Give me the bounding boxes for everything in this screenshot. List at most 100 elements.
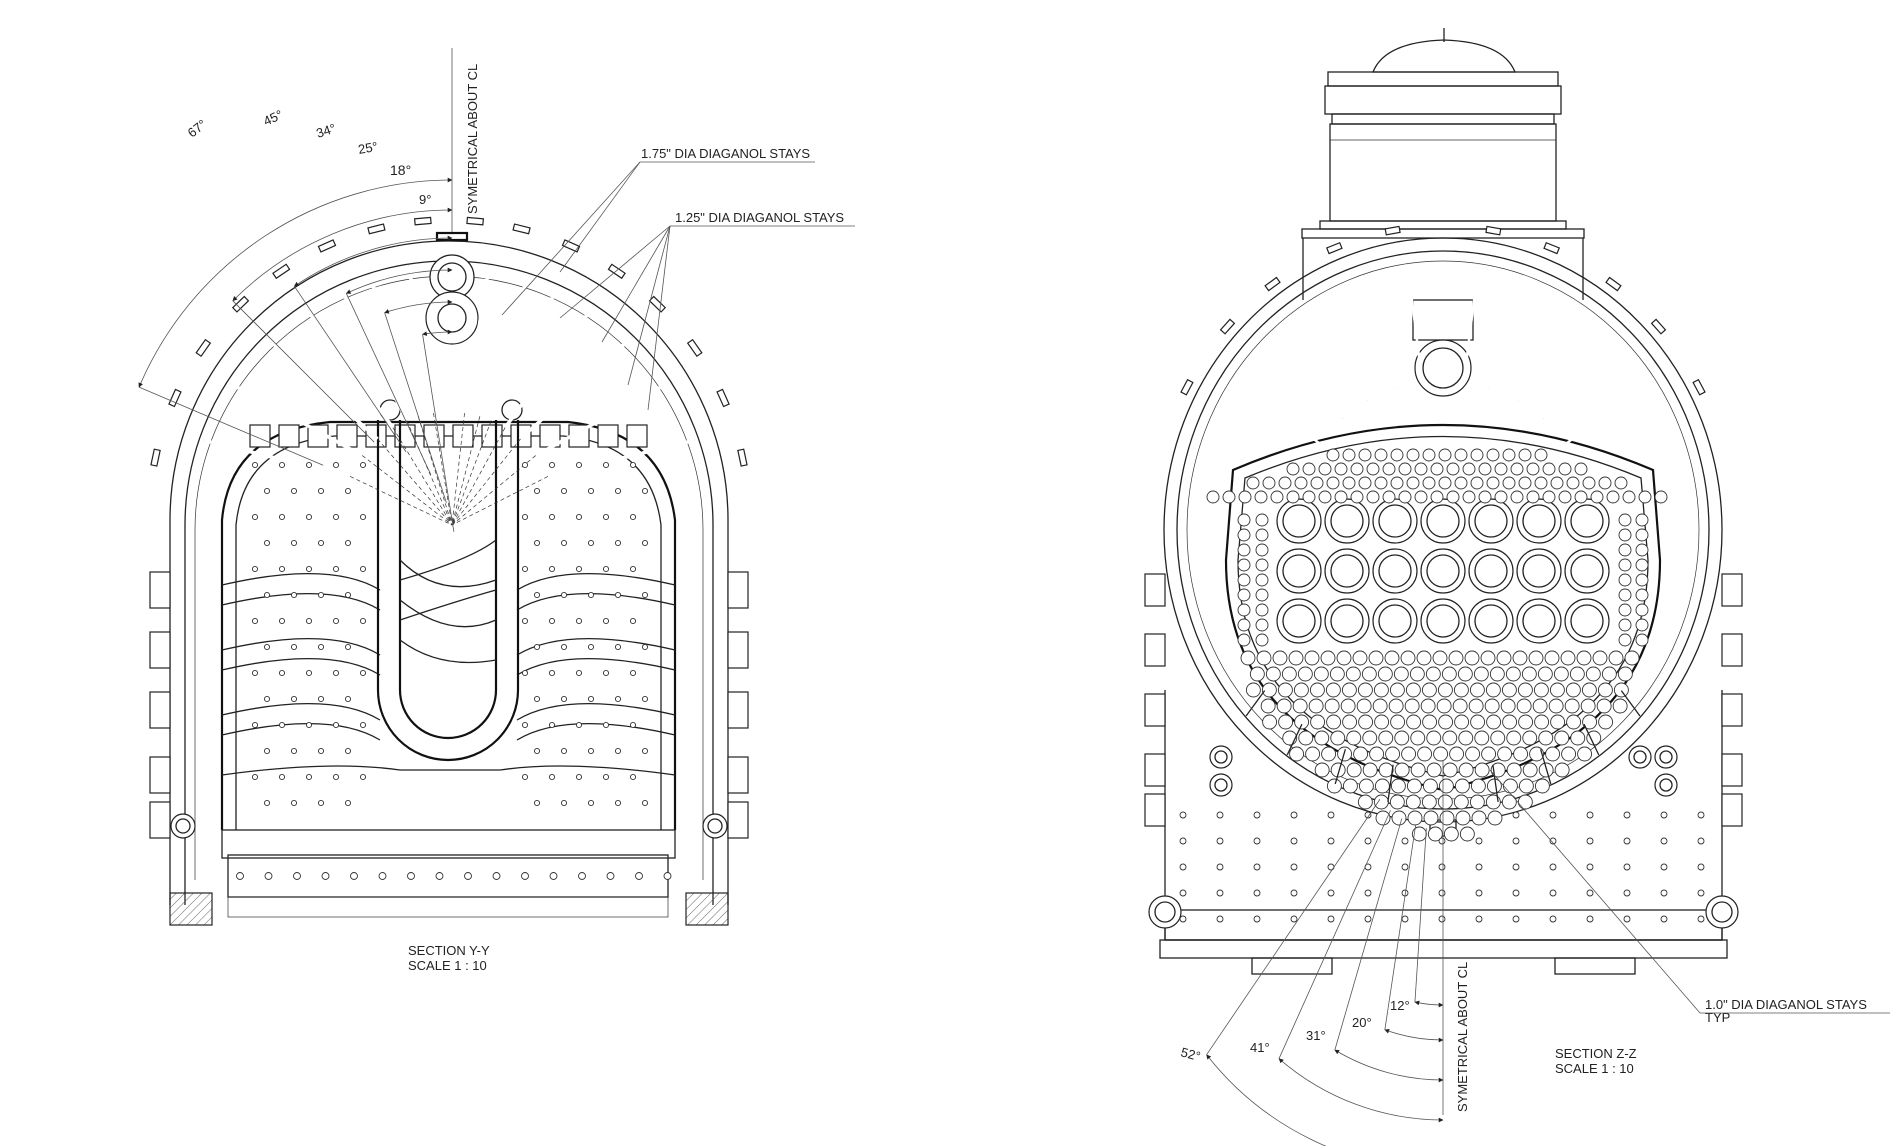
superheater-flue-inner — [1330, 554, 1364, 588]
stay-rod-core — [1362, 274, 1398, 388]
stay-centerline — [451, 420, 492, 526]
fire-tube — [1510, 462, 1524, 476]
staybolt-hole — [344, 799, 352, 807]
section-title-right: SECTION Z-Z — [1555, 1046, 1637, 1061]
staybolt-hole — [629, 773, 637, 781]
staybolt-hole — [1697, 863, 1705, 871]
fire-tube — [1464, 650, 1480, 666]
crown-block — [452, 424, 474, 448]
staybolt-hole — [332, 721, 340, 729]
staybolt-hole — [575, 617, 583, 625]
angle-label-52: 52° — [1179, 1044, 1202, 1064]
fire-tube — [1255, 558, 1269, 572]
fire-tube — [1576, 650, 1592, 666]
staybolt-hole — [359, 513, 367, 521]
anchor-block — [1384, 225, 1401, 236]
angle-label-25: 25° — [357, 139, 379, 157]
stay-rod-core — [519, 336, 633, 441]
staybolt-hole — [548, 669, 556, 677]
staybolt-hole — [1660, 863, 1668, 871]
staybolt-hole — [1586, 915, 1594, 923]
staybolt-hole — [317, 643, 325, 651]
fire-tube — [1490, 730, 1506, 746]
stay-rod-core — [1233, 375, 1321, 445]
fire-tube — [1394, 730, 1410, 746]
steam-dome-cap — [1372, 39, 1516, 73]
fire-tube — [1542, 490, 1556, 504]
staybolt-hole — [332, 773, 340, 781]
tube-plate — [1224, 423, 1662, 792]
fire-tube — [1612, 698, 1628, 714]
staybolt-hole — [290, 799, 298, 807]
staybolt-hole — [464, 872, 472, 880]
lower-stay-rod — [1539, 749, 1552, 785]
staybolt-hole — [1253, 837, 1261, 845]
superheater-flue-inner — [1570, 604, 1604, 638]
superheater-flue-inner — [1282, 554, 1316, 588]
fire-tube — [1410, 762, 1426, 778]
fire-tube — [1474, 730, 1490, 746]
symmetry-label-left: SYMETRICAL ABOUT CL — [465, 64, 480, 214]
staybolt-hole — [344, 487, 352, 495]
fire-tube — [1635, 588, 1649, 602]
fire-tube — [1618, 618, 1632, 632]
staybolt-hole — [602, 565, 610, 573]
staybolt-hole — [629, 721, 637, 729]
staybolt-hole — [602, 773, 610, 781]
staybolt-hole — [629, 513, 637, 521]
staybolt-hole — [521, 721, 529, 729]
fire-tube — [1390, 476, 1404, 490]
staybolt-hole — [602, 617, 610, 625]
fire-tube — [1470, 476, 1484, 490]
extension-line — [384, 312, 447, 504]
anchor-block — [367, 223, 386, 235]
anchor-block — [168, 388, 182, 408]
fire-tube — [1534, 778, 1550, 794]
fire-tube — [1566, 476, 1580, 490]
fire-tube — [1537, 666, 1553, 682]
fire-tube — [1478, 462, 1492, 476]
fire-tube — [1394, 762, 1410, 778]
side-lug — [149, 756, 171, 794]
superheater-flue-inner — [1522, 504, 1556, 538]
fire-tube — [1357, 682, 1373, 698]
staybolt-hole — [290, 695, 298, 703]
anchor-block — [686, 338, 703, 358]
staybolt-hole — [1549, 889, 1557, 897]
fire-tube — [1260, 698, 1276, 714]
fire-tube — [1255, 588, 1269, 602]
fire-tube — [1635, 573, 1649, 587]
fire-tube — [1442, 730, 1458, 746]
staybolt-hole — [575, 721, 583, 729]
fire-tube — [1654, 490, 1668, 504]
fire-tube — [1255, 543, 1269, 557]
fire-tube — [1574, 490, 1588, 504]
staybolt-hole — [1475, 863, 1483, 871]
staybolt-hole — [305, 617, 313, 625]
staybolt-hole — [1327, 837, 1335, 845]
fire-tube — [1385, 746, 1401, 762]
staybolt-hole — [614, 591, 622, 599]
staybolt-hole — [251, 461, 259, 469]
staybolt-hole — [635, 872, 643, 880]
side-lug — [727, 571, 749, 609]
staybolt-hole — [578, 872, 586, 880]
anchor-block — [317, 239, 337, 253]
fire-tube — [1580, 698, 1596, 714]
staybolt-hole — [1438, 889, 1446, 897]
staybolt-hole — [1438, 837, 1446, 845]
fire-tube — [1361, 666, 1377, 682]
fire-tube — [1518, 714, 1534, 730]
extension-line — [1206, 799, 1381, 1055]
section-scale-right: SCALE 1 : 10 — [1555, 1061, 1634, 1076]
fire-tube — [1294, 476, 1308, 490]
fire-tube — [1570, 730, 1586, 746]
staybolt-hole — [1216, 863, 1224, 871]
stay-centerline — [392, 427, 453, 526]
staybolt-hole — [587, 747, 595, 755]
side-lug — [1721, 633, 1743, 667]
fire-tube — [1405, 682, 1421, 698]
fire-tube — [1528, 650, 1544, 666]
fire-tube — [1237, 558, 1251, 572]
fire-tube — [1529, 746, 1545, 762]
